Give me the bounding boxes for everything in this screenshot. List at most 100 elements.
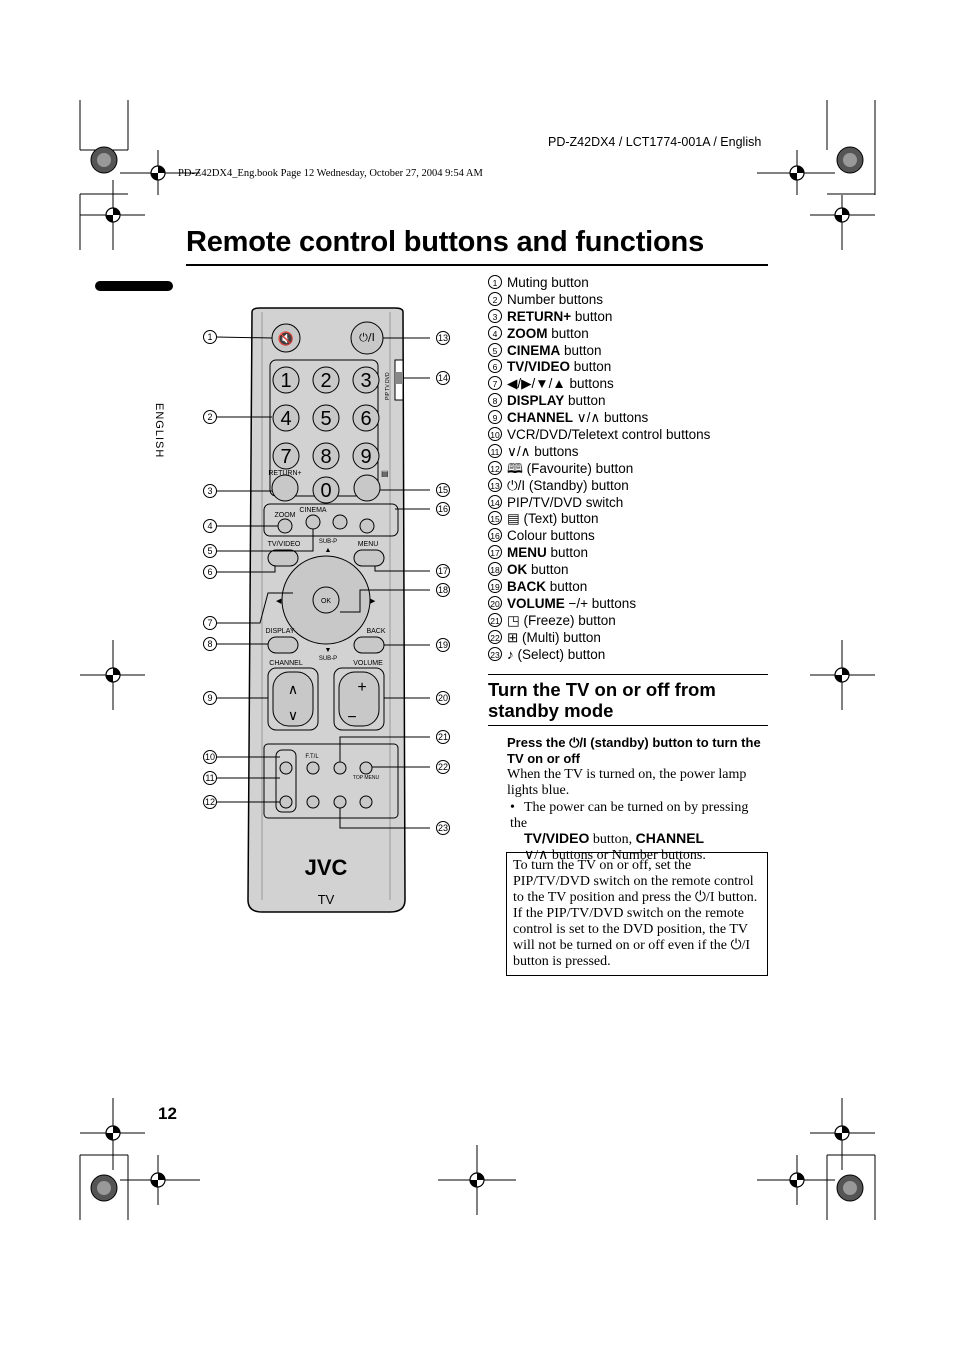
cinema-label: CINEMA (299, 507, 327, 514)
number-button-5 (312, 404, 340, 432)
ok-label: OK (321, 598, 331, 605)
colour-button-2 (359, 518, 375, 534)
legend-text: ⏻/I (Standby) button (507, 477, 629, 493)
tvvideo-button (267, 549, 299, 567)
callout-17: 17 (436, 564, 450, 578)
legend-text: button (547, 325, 589, 341)
title-rule (186, 264, 768, 266)
legend-number: 3 (488, 308, 502, 323)
bullet-bold-1: TV/VIDEO (524, 830, 590, 846)
bullet-mark: • (510, 800, 515, 815)
subp-top-label: SUB-P (319, 539, 337, 545)
number-label-0: 0 (320, 480, 331, 502)
legend-number: 2 (488, 291, 502, 306)
callout-14: 14 (436, 371, 450, 385)
legend-text: 🕮 (Favourite) button (507, 460, 634, 476)
legend-number: 20 (488, 595, 502, 610)
svg-text:⏻/I: ⏻/I (359, 331, 375, 344)
legend-text: button (564, 393, 606, 409)
legend-number: 13 (488, 477, 502, 492)
book-line: PD-Z42DX4_Eng.book Page 12 Wednesday, Oc… (178, 168, 483, 179)
legend-item: 1 Muting button (488, 275, 778, 292)
bullet-bold-2: CHANNEL (635, 830, 705, 846)
number-label-6: 6 (360, 408, 371, 430)
legend-number: 22 (488, 629, 502, 644)
section-title: Turn the TV on or off from standby mode (488, 679, 716, 721)
number-button-3 (352, 366, 380, 394)
legend-bold: CINEMA (507, 342, 561, 358)
number-button-0 (312, 476, 340, 504)
legend-text: −/+ buttons (564, 595, 637, 611)
legend-item: 22⊞ (Multi) button (488, 629, 778, 647)
legend-text: button (560, 342, 602, 358)
callout-9: 9 (203, 691, 217, 705)
svg-text:▤: ▤ (381, 469, 389, 478)
callout-3: 3 (203, 484, 217, 498)
legend-text: Muting button (507, 275, 589, 290)
page-number: 12 (158, 1104, 177, 1123)
callout-23: 23 (436, 821, 450, 835)
back-label: BACK (366, 628, 385, 635)
number-label-7: 7 (280, 446, 291, 468)
number-label-3: 3 (360, 370, 371, 392)
number-label-9: 9 (360, 446, 371, 468)
number-label-8: 8 (320, 446, 331, 468)
svg-text:▼: ▼ (325, 647, 332, 654)
legend-bold: VOLUME (507, 595, 565, 611)
side-language-label: ENGLISH (153, 403, 165, 459)
text-button (353, 474, 381, 502)
legend-text: ∨/∧ buttons (507, 443, 579, 459)
svg-text:🔇: 🔇 (278, 331, 294, 347)
legend-number: 5 (488, 342, 502, 357)
legend-number: 17 (488, 545, 502, 560)
legend-item: 7◀/▶/▼/▲ buttons (488, 376, 778, 393)
channel-label: CHANNEL (269, 660, 303, 667)
legend-text: button (546, 545, 589, 561)
legend-item: 20 VOLUME −/+ buttons (488, 595, 778, 613)
return-button (271, 474, 299, 502)
bullet-post: ∨/∧ buttons or Number buttons. (524, 847, 706, 863)
brand-logo: JVC (305, 855, 348, 880)
number-button-7 (272, 442, 300, 470)
legend-text: ◀/▶/▼/▲ buttons (507, 376, 614, 392)
number-label-1: 1 (280, 370, 291, 392)
number-label-4: 4 (280, 408, 291, 430)
callout-22: 22 (436, 760, 450, 774)
menu-button (353, 549, 385, 567)
legend-number: 12 (488, 460, 502, 475)
svg-text:∧: ∧ (288, 682, 298, 698)
legend-text: button (527, 562, 569, 578)
display-label: DISPLAY (265, 628, 294, 635)
number-button-9 (352, 442, 380, 470)
callout-8: 8 (203, 637, 217, 651)
callout-11: 11 (203, 771, 217, 785)
legend-item: 5 CINEMA button (488, 342, 778, 360)
number-label-5: 5 (320, 408, 331, 430)
svg-text:▲: ▲ (325, 547, 332, 554)
svg-text:+: + (357, 679, 366, 696)
model-label: TV (318, 892, 335, 907)
legend-number: 9 (488, 410, 502, 425)
legend-item: 12 🕮 (Favourite) button (488, 460, 778, 478)
bullet-note: •The power can be turned on by pressing … (510, 800, 768, 863)
callout-1: 1 (203, 330, 217, 344)
legend-number: 1 (488, 275, 502, 289)
callout-12: 12 (203, 795, 217, 809)
legend-text: ∨/∧ buttons (573, 410, 649, 426)
page-title: Remote control buttons and functions (186, 226, 705, 258)
section-top-rule (488, 674, 768, 675)
legend-item: 11∨/∧ buttons (488, 443, 778, 461)
callout-15: 15 (436, 483, 450, 497)
legend-item: 15▤ (Text) button (488, 511, 778, 528)
legend-number: 21 (488, 612, 502, 627)
